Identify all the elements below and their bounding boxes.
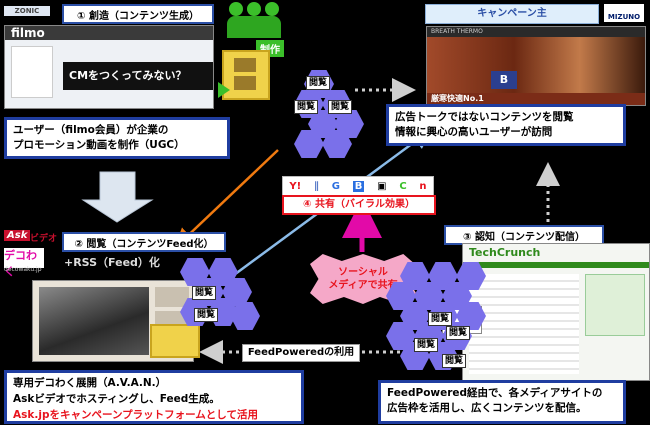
- hex: [322, 130, 352, 158]
- person-head: [229, 2, 243, 16]
- ask-logo: Ask: [4, 230, 31, 241]
- view-label: 閲覧: [328, 100, 353, 114]
- techcrunch-screenshot: TechCrunch: [462, 243, 650, 381]
- step2-label: ② 閲覧（コンテンツFeed化）: [62, 232, 226, 252]
- people-icon: [225, 2, 283, 38]
- view-label: 閲覧: [428, 312, 453, 326]
- clip-icon: ∥: [313, 180, 319, 192]
- film-frame: [234, 58, 256, 72]
- filmo-header: [5, 26, 213, 40]
- yahoo-icon: Y!: [289, 180, 302, 192]
- film-icon-small: [150, 324, 200, 358]
- film-icon: [222, 50, 270, 100]
- breath-sub: 厳寒快適No.1: [431, 94, 484, 103]
- sonic-logo: ZONIC: [4, 6, 50, 16]
- blue-visit-arrow: [199, 129, 433, 302]
- cm-banner: CMをつくってみない？: [63, 62, 213, 90]
- mizuno-b-badge: B: [491, 71, 517, 89]
- view-label: 閲覧: [446, 326, 471, 340]
- ad-line1: 広告トークではないコンテンツを閲覧: [395, 111, 574, 123]
- deco-line3: Ask.jpをキャンペーンプラットフォームとして活用: [13, 409, 258, 421]
- breath-header: BREATH THERMO: [427, 27, 645, 37]
- feed-line2: 広告枠を活用し、広くコンテンツを配信。: [387, 402, 587, 414]
- ad-line2: 情報に興心の高いユーザーが訪問: [395, 126, 553, 138]
- view-label: 閲覧: [194, 308, 219, 322]
- livedoor-icon: C: [399, 180, 407, 192]
- buzzurl-icon: n: [419, 180, 427, 192]
- google-icon: G: [331, 180, 340, 192]
- ugc-box: ユーザー（filmo会員）が企業の プロモーション動画を制作（UGC）: [4, 117, 230, 159]
- deco-box: 専用デコわく展開（A.V.A.N.） Askビデオでホスティングし、Feed生成…: [4, 370, 304, 424]
- orange-share-arrow: [174, 149, 279, 249]
- mizuno-screenshot: BREATH THERMO B 厳寒快適No.1: [426, 26, 646, 106]
- person-head: [265, 2, 279, 16]
- deco-line1: 専用デコわく展開（A.V.A.N.）: [13, 377, 167, 389]
- hatena-icon: B: [352, 180, 365, 192]
- view-cluster-middle: 閲覧 閲覧: [180, 258, 260, 338]
- ad-visit-box: 広告トークではないコンテンツを閲覧 情報に興心の高いユーザーが訪問: [386, 104, 626, 146]
- tc-nav: [463, 262, 649, 268]
- ask-suffix: ビデオ: [30, 234, 58, 244]
- step1-label: ① 創造（コンテンツ生成）: [62, 4, 214, 24]
- techcrunch-logo: TechCrunch: [469, 246, 541, 259]
- campaign-photo: [427, 37, 645, 93]
- tc-ad: [585, 274, 645, 336]
- deco-line2: Askビデオでホスティングし、Feed生成。: [13, 393, 220, 405]
- social-line2: メディアで共有: [328, 280, 398, 291]
- deco-sub: decowaku.jp: [4, 266, 42, 273]
- hex: [294, 130, 324, 158]
- view-label: 閲覧: [294, 100, 319, 114]
- feed-line1: FeedPowered経由で、各メディアサイトの: [387, 387, 603, 399]
- feed-box: FeedPowered経由で、各メディアサイトの 広告枠を活用し、広くコンテンツ…: [378, 380, 626, 424]
- filmo-logo: filmo: [11, 26, 45, 40]
- view-cluster-bottom: 閲覧 閲覧 閲覧 閲覧: [380, 262, 490, 372]
- view-label: 閲覧: [414, 338, 439, 352]
- film-frame: [234, 76, 256, 90]
- step4-label: ④ 共有（バイラル効果）: [282, 195, 436, 215]
- view-label: 閲覧: [192, 286, 217, 300]
- view-label: 閲覧: [306, 76, 331, 90]
- video-frame: [39, 287, 149, 355]
- tc-article: [469, 274, 579, 374]
- rss-text: +RSS（Feed）化: [64, 256, 160, 269]
- social-text: ソーシャル メディアで共有: [318, 266, 408, 292]
- big-down-arrow: [81, 171, 154, 223]
- view-cluster-top: 閲覧 閲覧 閲覧: [294, 70, 364, 160]
- social-line1: ソーシャル: [338, 267, 388, 278]
- delicious-icon: ▣: [377, 180, 387, 192]
- person-body: [227, 16, 281, 38]
- mizuno-logo: MIZUNO: [604, 4, 644, 22]
- ugc-line2: プロモーション動画を制作（UGC）: [13, 139, 185, 151]
- campaign-label: キャンペーン主: [425, 4, 599, 24]
- filmo-screenshot: filmo CMをつくってみない？: [4, 25, 214, 109]
- side-thumb: [155, 287, 189, 307]
- step3-label: ③ 認知（コンテンツ配信）: [444, 225, 604, 245]
- person-head: [247, 2, 261, 16]
- view-label: 閲覧: [442, 354, 467, 368]
- feedpowered-label: FeedPoweredの利用: [242, 344, 360, 362]
- deco-logo: デコわく: [4, 248, 44, 278]
- ugc-line1: ユーザー（filmo会員）が企業の: [13, 124, 169, 136]
- filmo-panel: [11, 46, 53, 98]
- share-icons-bar: Y! ∥ G B ▣ C n: [282, 176, 434, 196]
- play-icon: [218, 82, 230, 98]
